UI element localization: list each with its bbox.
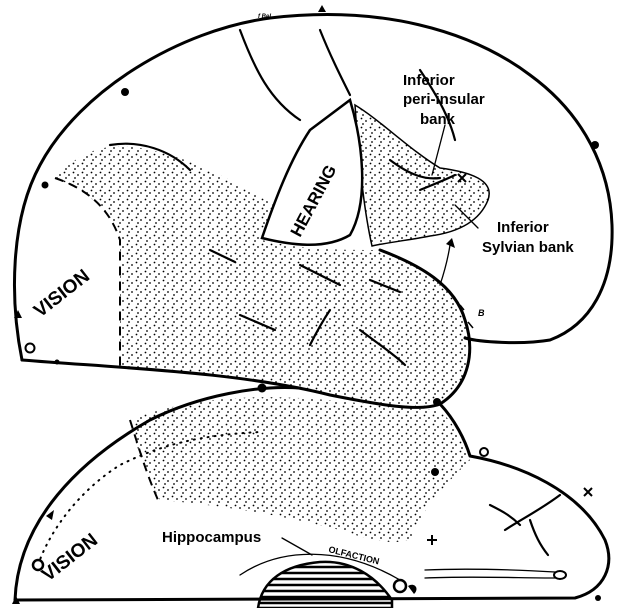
sulci-medial bbox=[425, 495, 566, 579]
marker-dot bbox=[55, 360, 60, 365]
olfactory-bulb bbox=[408, 585, 416, 594]
marker-ring bbox=[480, 448, 488, 456]
vision-label-top: VISION bbox=[30, 266, 94, 322]
peri-insular-label-line1: Inferior bbox=[403, 72, 455, 89]
marker-ring bbox=[26, 344, 35, 353]
sylvian-arrow bbox=[440, 245, 450, 285]
marker-dot bbox=[431, 468, 439, 476]
sylvian-arrow-head bbox=[446, 238, 455, 248]
hippocampus-leader bbox=[282, 538, 312, 555]
peri-insular-label-line3: bank bbox=[420, 111, 456, 128]
vision-label-bottom: VISION bbox=[38, 530, 102, 586]
hippocampus-label: Hippocampus bbox=[162, 529, 261, 546]
marker-dot bbox=[121, 88, 129, 96]
marker-plus bbox=[427, 535, 437, 545]
medial-stippled-region bbox=[130, 397, 470, 542]
marker-cross bbox=[584, 488, 592, 496]
marker-ring bbox=[394, 580, 406, 592]
hippocampus-region bbox=[258, 562, 392, 608]
marker-dot bbox=[591, 141, 599, 149]
medial-hemisphere bbox=[12, 387, 609, 608]
marker-dot bbox=[595, 595, 601, 601]
mark-top-label: f Bel bbox=[258, 14, 271, 20]
sylvian-bank-label-line1: Inferior bbox=[497, 219, 549, 236]
dotted-arrow-head bbox=[46, 510, 54, 520]
sylvian-bank-label-line2: Sylvian bank bbox=[482, 239, 574, 256]
marker-dot bbox=[42, 182, 49, 189]
marker-triangle bbox=[318, 5, 326, 12]
peri-insular-label-line2: peri-insular bbox=[403, 91, 485, 108]
mark-b-label: B bbox=[478, 308, 485, 318]
